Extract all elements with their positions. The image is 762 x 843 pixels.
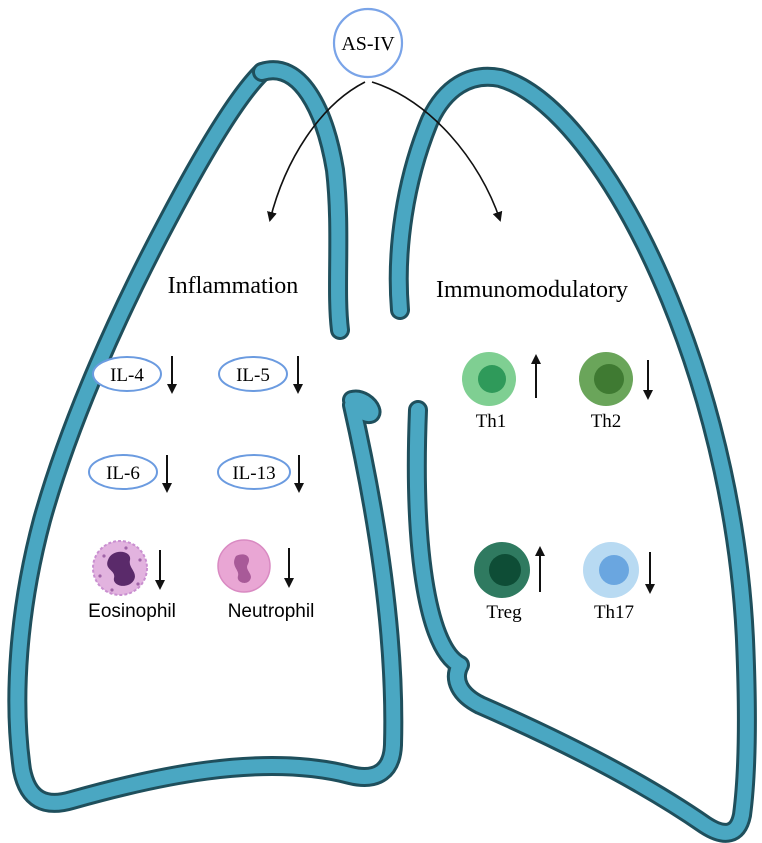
th2-label: Th2 — [591, 411, 622, 432]
eosinophil-label: Eosinophil — [88, 601, 176, 622]
th1-cell-icon — [462, 352, 516, 406]
cytokine-label: IL-5 — [236, 365, 270, 386]
as-iv-label: AS-IV — [341, 33, 395, 55]
th2-cell-icon — [579, 352, 633, 406]
th1-label: Th1 — [476, 411, 507, 432]
cytokine-label: IL-13 — [232, 463, 275, 484]
neutrophil: Neutrophil — [217, 539, 315, 622]
th1-cell: Th1 — [462, 352, 541, 432]
th2-cell: Th2 — [579, 352, 653, 432]
arrow-to-immunomodulatory — [371, 81, 503, 222]
inflammation-title: Inflammation — [168, 273, 299, 299]
immunomodulatory-title: Immunomodulatory — [436, 277, 628, 303]
th17-cell: Th17 — [583, 542, 655, 623]
right-lung-outline — [388, 66, 757, 843]
treg-cell: Treg — [474, 542, 545, 623]
neutrophil-label: Neutrophil — [228, 601, 315, 622]
eosinophil-icon — [92, 540, 148, 596]
treg-cell-icon — [474, 542, 530, 598]
left-lung-band — [10, 65, 401, 810]
th17-cell-icon — [583, 542, 639, 598]
th17-label: Th17 — [594, 602, 634, 623]
neutrophil-icon — [217, 539, 271, 593]
arrow-to-inflammation — [267, 81, 366, 222]
cytokine-il13: IL-13 — [217, 454, 304, 493]
cytokine-il5: IL-5 — [218, 356, 303, 394]
right-lung-band — [391, 69, 754, 840]
as-iv-node: AS-IV — [332, 7, 404, 79]
eosinophil: Eosinophil — [88, 540, 176, 622]
cytokine-label: IL-6 — [106, 463, 140, 484]
cytokine-il4: IL-4 — [92, 356, 177, 394]
cytokine-label: IL-4 — [110, 365, 144, 386]
cytokine-il6: IL-6 — [88, 454, 172, 493]
treg-label: Treg — [486, 602, 522, 623]
